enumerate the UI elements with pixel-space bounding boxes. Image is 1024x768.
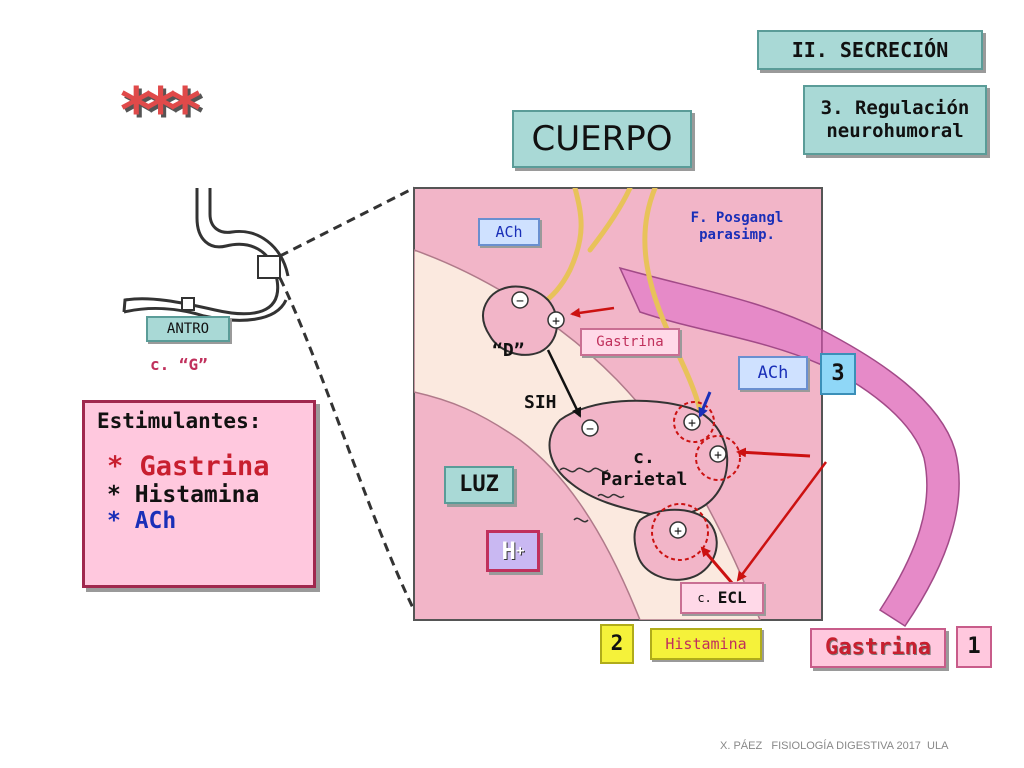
receptor-d-plus: + [547, 311, 565, 329]
stimulants-title: Estimulantes: [97, 409, 262, 433]
antro-label: ANTRO [166, 320, 210, 337]
g-cell-label: c. “G” [150, 355, 208, 374]
plus-sign: + [674, 524, 682, 539]
antro-label-box: ANTRO [146, 316, 230, 342]
importance-stars: *** [120, 74, 201, 147]
gastrina-big-label: Gastrina [810, 628, 946, 668]
antrum-marker-square [181, 297, 195, 311]
stimulant-histamina: * Histamina [107, 482, 260, 508]
footer-credit: X. PÁEZ FISIOLOGÍA DIGESTIVA 2017 ULA [720, 740, 949, 752]
posgangl-label: F. Posgangl parasimp. [690, 210, 784, 243]
stomach-outline [122, 188, 290, 322]
arrow-gastrin-to-parietal [736, 447, 811, 458]
arrow-ach-to-parietal [698, 391, 712, 418]
stimulant-gastrina: * Gastrina [107, 451, 270, 482]
receptor-parietal-ach: + [673, 401, 715, 443]
arrow-sih [546, 349, 582, 418]
minus-sign: − [516, 294, 524, 309]
number-1-badge: 1 [956, 626, 992, 668]
h-plus-label: H+ [486, 530, 540, 572]
zoom-lines [278, 186, 416, 611]
plus-sign: + [688, 416, 696, 431]
receptor-parietal-gastrin: + [695, 435, 741, 481]
sih-label: SIH [524, 392, 557, 413]
receptor-parietal-histamine: + [651, 503, 709, 561]
topic-line-2: neurohumoral [826, 120, 964, 142]
stimulants-box: Estimulantes: * Gastrina * Histamina * A… [82, 400, 316, 588]
region-title: CUERPO [531, 118, 673, 159]
topic-line-1: 3. Regulación [820, 97, 970, 120]
blood-vessel [618, 266, 822, 366]
number-2-badge: 2 [600, 624, 634, 664]
region-title-box: CUERPO [512, 110, 692, 168]
arrow-blood-to-ecl [736, 461, 828, 582]
plus-sign: + [552, 314, 560, 329]
minus-sign: − [586, 422, 594, 437]
parietal-cell-label: c. Parietal [600, 447, 688, 490]
ecl-cell-body [633, 508, 718, 581]
canaliculi [559, 467, 625, 523]
gastrina-small-label: Gastrina [580, 328, 680, 356]
ach-right-label: ACh [738, 356, 808, 390]
section-title: II. SECRECIÓN [791, 38, 949, 62]
d-cell-body [482, 285, 559, 356]
number-3-badge: 3 [820, 353, 856, 395]
stomach-zoom-square [257, 255, 281, 279]
topic-title-box: 3. Regulación neurohumoral [803, 85, 987, 155]
external-vessel [821, 328, 960, 628]
ach-top-label: ACh [478, 218, 540, 246]
section-title-box: II. SECRECIÓN [757, 30, 983, 70]
detail-panel [413, 187, 823, 621]
parasympathetic-fibers [537, 188, 703, 413]
receptor-parietal-minus: − [581, 419, 599, 437]
plus-sign: + [714, 448, 722, 463]
luz-label: LUZ [444, 466, 514, 504]
ecl-cell-label: c. ECL [680, 582, 764, 614]
histamina-label: Histamina [650, 628, 762, 660]
receptor-d-minus: − [511, 291, 529, 309]
stimulant-ach: * ACh [107, 508, 177, 534]
d-cell-label: “D” [492, 340, 525, 361]
arrow-gastrin-to-d [570, 306, 615, 318]
